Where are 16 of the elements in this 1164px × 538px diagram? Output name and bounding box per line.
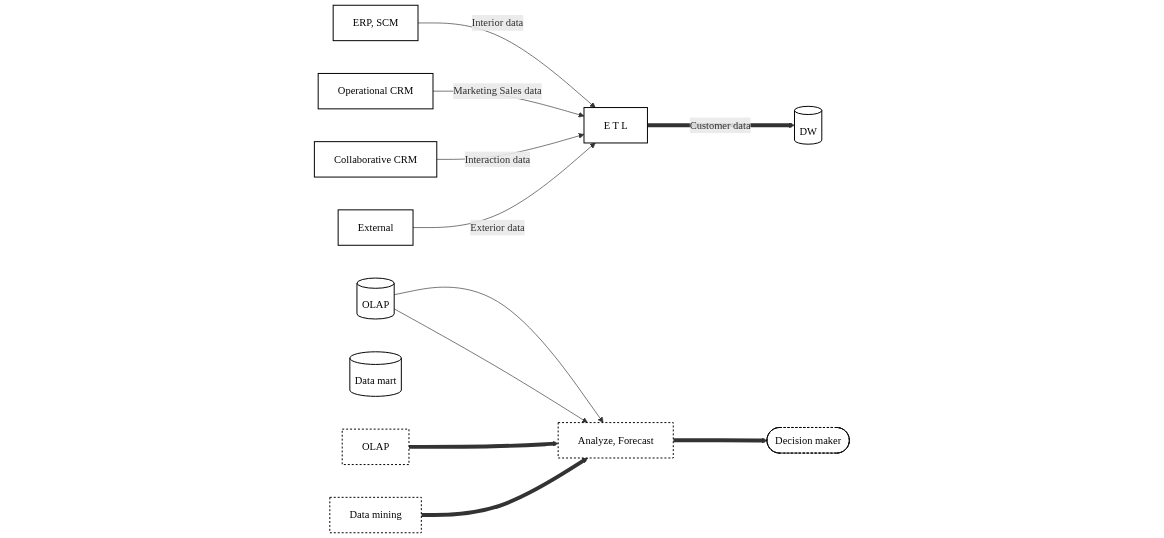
edge-label: Interaction data bbox=[464, 153, 531, 165]
node-box: OLAP bbox=[341, 428, 410, 466]
node-box: Collaborative CRM bbox=[314, 141, 438, 178]
edge-label: Marketing Sales data bbox=[453, 85, 542, 97]
node-box: Analyze, Forecast bbox=[557, 422, 674, 459]
node-box: Operational CRM bbox=[317, 72, 434, 110]
node-box: ERP, SCM bbox=[332, 4, 419, 42]
node-box: E T L bbox=[583, 107, 649, 144]
node-box: External bbox=[337, 209, 414, 246]
edge-label: Exterior data bbox=[470, 221, 525, 233]
edge-label: Interior data bbox=[471, 17, 524, 29]
node-box: Data mining bbox=[329, 496, 422, 534]
arrow bbox=[409, 440, 559, 449]
arrow bbox=[421, 457, 589, 517]
edge-label: Customer data bbox=[689, 119, 751, 131]
arrow bbox=[673, 437, 768, 444]
